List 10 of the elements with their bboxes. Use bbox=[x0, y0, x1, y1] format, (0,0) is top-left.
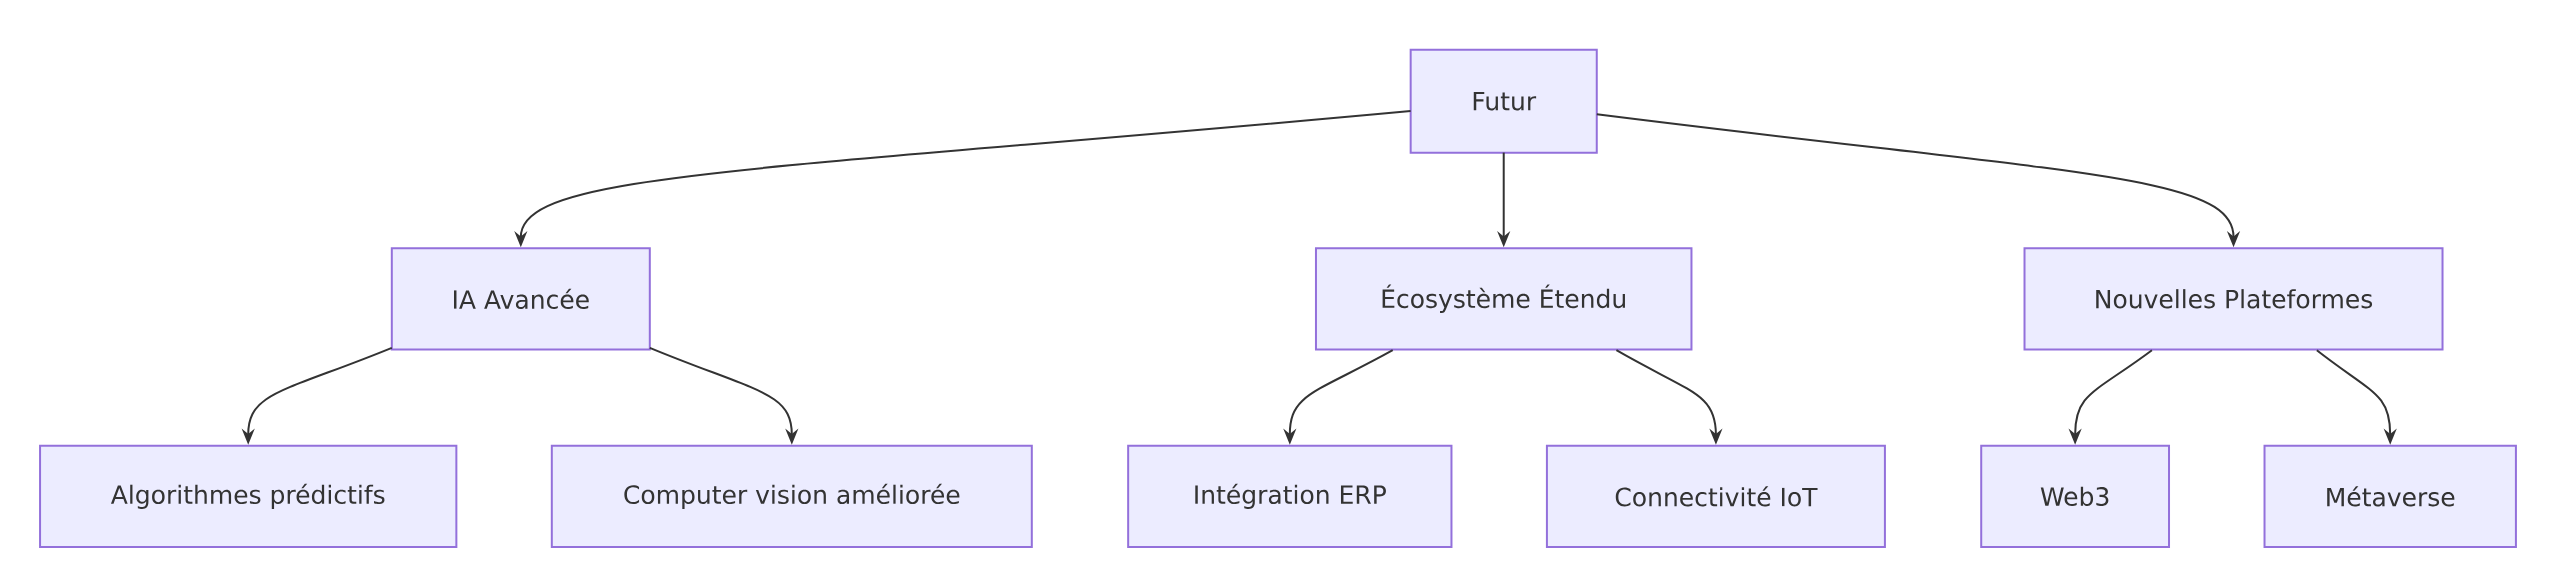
process-box: Algorithmes prédictifs bbox=[39, 444, 458, 548]
process-box: Futur bbox=[1409, 48, 1598, 154]
process-box: Connectivité IoT bbox=[1545, 444, 1886, 548]
process-box: IA Avancée bbox=[390, 247, 651, 351]
process-box: Métaverse bbox=[2263, 444, 2517, 548]
process-box: Écosystème Étendu bbox=[1314, 247, 1693, 351]
process-box: Computer vision améliorée bbox=[550, 444, 1033, 548]
process-box: Web3 bbox=[1980, 444, 2170, 548]
process-box: Intégration ERP bbox=[1127, 444, 1453, 548]
process-box: Nouvelles Plateformes bbox=[2023, 247, 2444, 351]
